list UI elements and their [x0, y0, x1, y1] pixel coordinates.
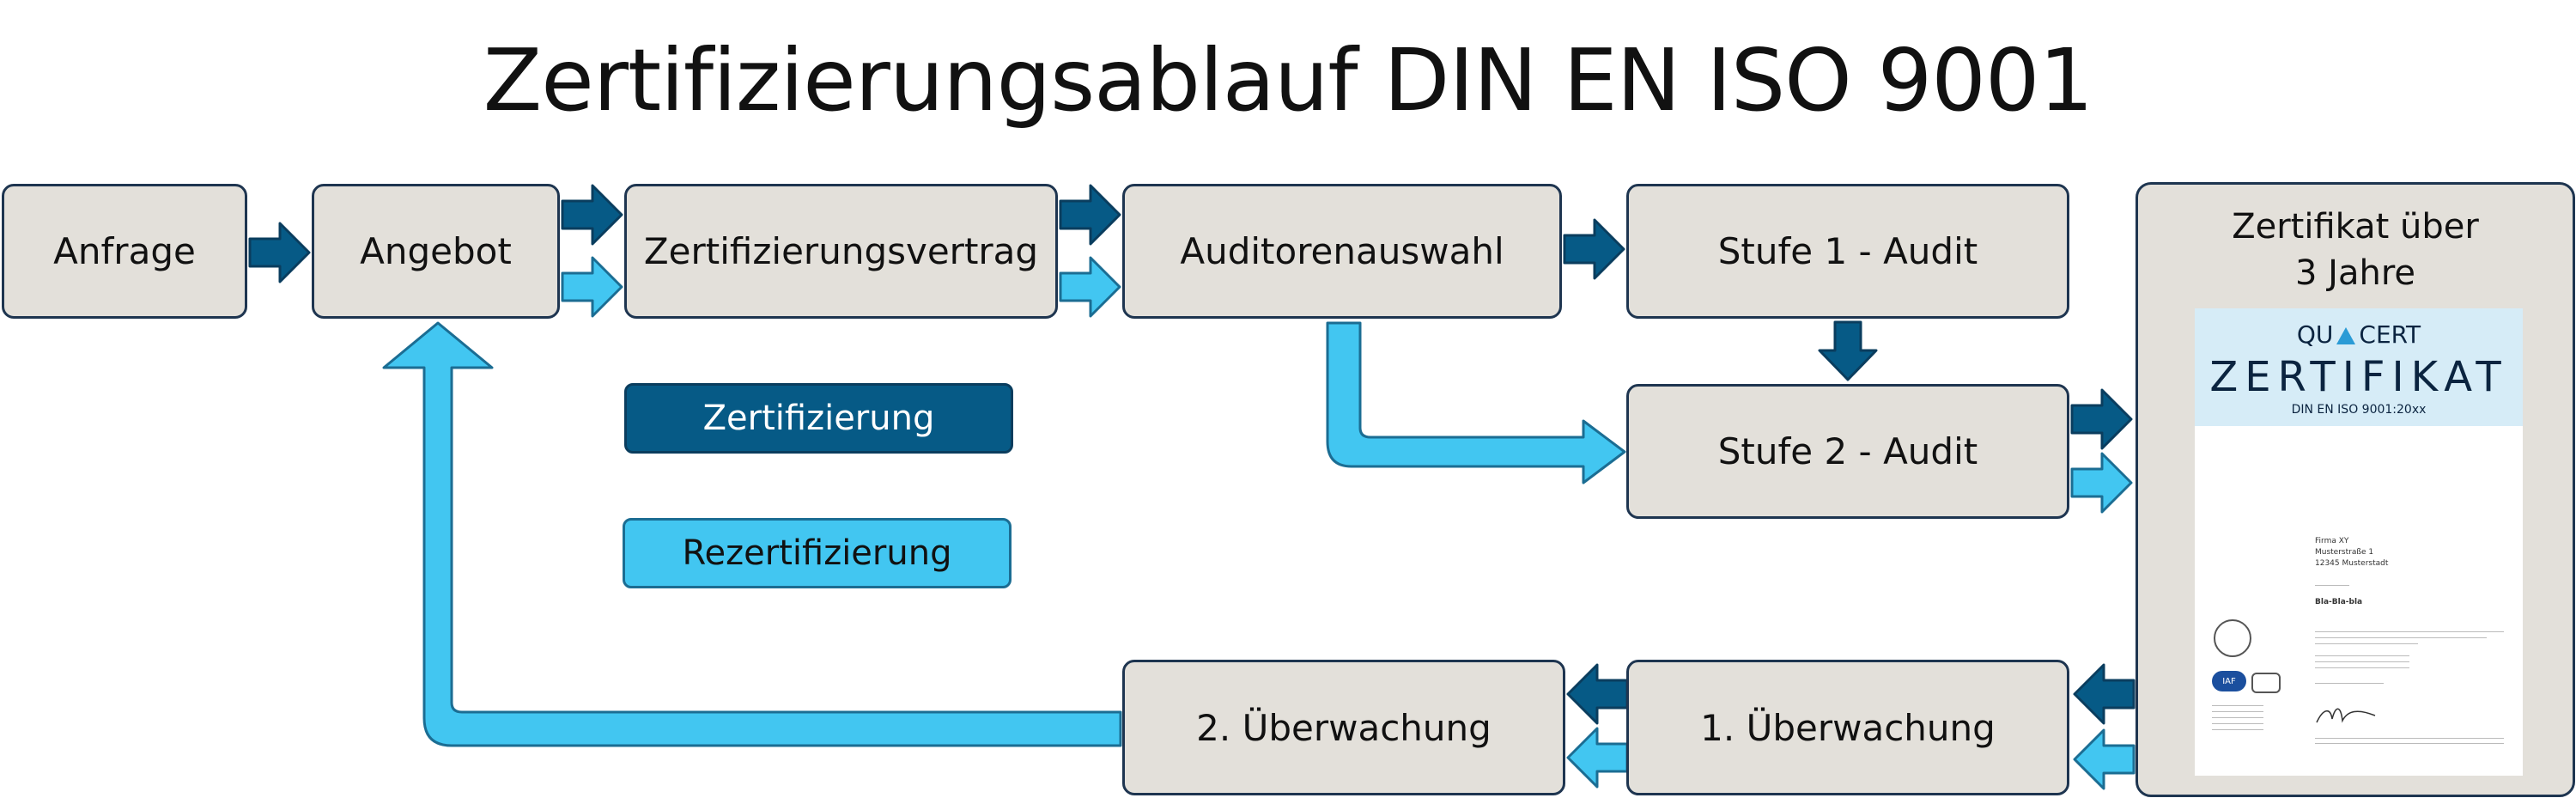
arrow-anfrage-angebot — [248, 222, 311, 283]
arrow-stufe2-zertifikat-dark — [2070, 388, 2133, 450]
certificate-text-line — [2315, 667, 2409, 668]
logo-triangle-icon — [2336, 327, 2356, 344]
certificate-text-line — [2212, 723, 2263, 724]
certificate-text-line — [2315, 585, 2349, 586]
quacert-seal-icon — [2214, 619, 2251, 657]
step-anfrage: Anfrage — [2, 184, 247, 319]
quacert-logo: QU CERT — [2195, 320, 2523, 349]
logo-text-left: QU — [2296, 320, 2334, 349]
step-angebot: Angebot — [312, 184, 560, 319]
certificate-header: QU CERT ZERTIFIKAT DIN EN ISO 9001:20xx — [2195, 308, 2523, 426]
legend-rezertifizierung: Rezertifizierung — [623, 518, 1012, 588]
diagram-title: Zertifizierungsablauf DIN EN ISO 9001 — [483, 30, 2093, 131]
step-2-ueberwachung: 2. Überwachung — [1122, 660, 1565, 795]
step-2-ueberwachung-label: 2. Überwachung — [1196, 706, 1492, 749]
certificate-city: 12345 Musterstadt — [2315, 559, 2389, 568]
certificate-text-line — [2315, 631, 2504, 632]
certificate-text-line — [2315, 637, 2487, 638]
certificate-scope: Bla-Bla-bla — [2315, 598, 2363, 606]
certificate-text-line — [2315, 683, 2384, 684]
certificate-text-line — [2315, 738, 2504, 739]
step-1-ueberwachung: 1. Überwachung — [1626, 660, 2069, 795]
certificate-text-line — [2212, 717, 2263, 718]
arrow-zertifikat-ueberw1-dark — [2073, 663, 2136, 725]
arrow-ueberw2-angebot — [382, 321, 1122, 747]
certificate-document: QU CERT ZERTIFIKAT DIN EN ISO 9001:20xx F… — [2195, 308, 2523, 776]
certificate-text-line — [2315, 661, 2409, 662]
certificate-text-line — [2212, 729, 2263, 730]
certificate-standard: DIN EN ISO 9001:20xx — [2291, 403, 2427, 417]
certificate-title-line2: 3 Jahre — [2295, 253, 2415, 293]
arrow-vertrag-auditoren-dark — [1059, 184, 1121, 246]
step-zertifizierungsvertrag: Zertifizierungsvertrag — [624, 184, 1058, 319]
step-zertifizierungsvertrag-label: Zertifizierungsvertrag — [643, 230, 1039, 272]
certificate-text-line — [2315, 743, 2504, 744]
certificate-company: Firma XY — [2315, 537, 2349, 545]
legend-zertifizierung-label: Zertifizierung — [702, 399, 935, 438]
step-stufe-2-audit-label: Stufe 2 - Audit — [1717, 430, 1978, 472]
dakks-logo-icon — [2251, 673, 2281, 693]
signature-icon — [2316, 708, 2376, 723]
certificate-title: Zertifikat über 3 Jahre — [2138, 204, 2573, 296]
step-auditorenauswahl: Auditorenauswahl — [1122, 184, 1562, 319]
certificate-title-line1: Zertifikat über — [2232, 207, 2479, 247]
step-angebot-label: Angebot — [360, 230, 512, 272]
arrow-zertifikat-ueberw1-light — [2073, 728, 2136, 790]
arrow-auditoren-stufe1 — [1563, 218, 1625, 280]
certificate-text-line — [2315, 655, 2409, 656]
step-anfrage-label: Anfrage — [53, 230, 196, 272]
arrow-stufe2-zertifikat-light — [2070, 452, 2133, 514]
certificate-text-line — [2212, 711, 2263, 712]
step-stufe-1-audit: Stufe 1 - Audit — [1626, 184, 2069, 319]
arrow-stufe1-stufe2 — [1818, 320, 1878, 381]
step-stufe-2-audit: Stufe 2 - Audit — [1626, 384, 2069, 519]
step-auditorenauswahl-label: Auditorenauswahl — [1180, 230, 1504, 272]
logo-text-right: CERT — [2359, 320, 2421, 349]
legend-rezertifizierung-label: Rezertifizierung — [682, 533, 952, 573]
arrow-auditoren-stufe2 — [1326, 321, 1626, 484]
certificate-heading: ZERTIFIKAT — [2209, 353, 2508, 401]
step-1-ueberwachung-label: 1. Überwachung — [1700, 706, 1996, 749]
arrow-angebot-vertrag-dark — [561, 184, 623, 246]
certificate-box: Zertifikat über 3 Jahre QU CERT ZERTIFIKA… — [2136, 182, 2575, 797]
arrow-ueberw1-ueberw2-dark — [1566, 663, 1629, 725]
iaf-logo-icon: IAF — [2212, 671, 2246, 691]
step-stufe-1-audit-label: Stufe 1 - Audit — [1717, 230, 1978, 272]
arrow-ueberw1-ueberw2-light — [1566, 727, 1629, 789]
legend-zertifizierung: Zertifizierung — [624, 383, 1013, 454]
arrow-angebot-vertrag-light — [561, 256, 623, 318]
certificate-text-line — [2315, 643, 2418, 644]
arrow-vertrag-auditoren-light — [1059, 256, 1121, 318]
certificate-text-line — [2212, 705, 2263, 706]
certificate-street: Musterstraße 1 — [2315, 548, 2374, 557]
